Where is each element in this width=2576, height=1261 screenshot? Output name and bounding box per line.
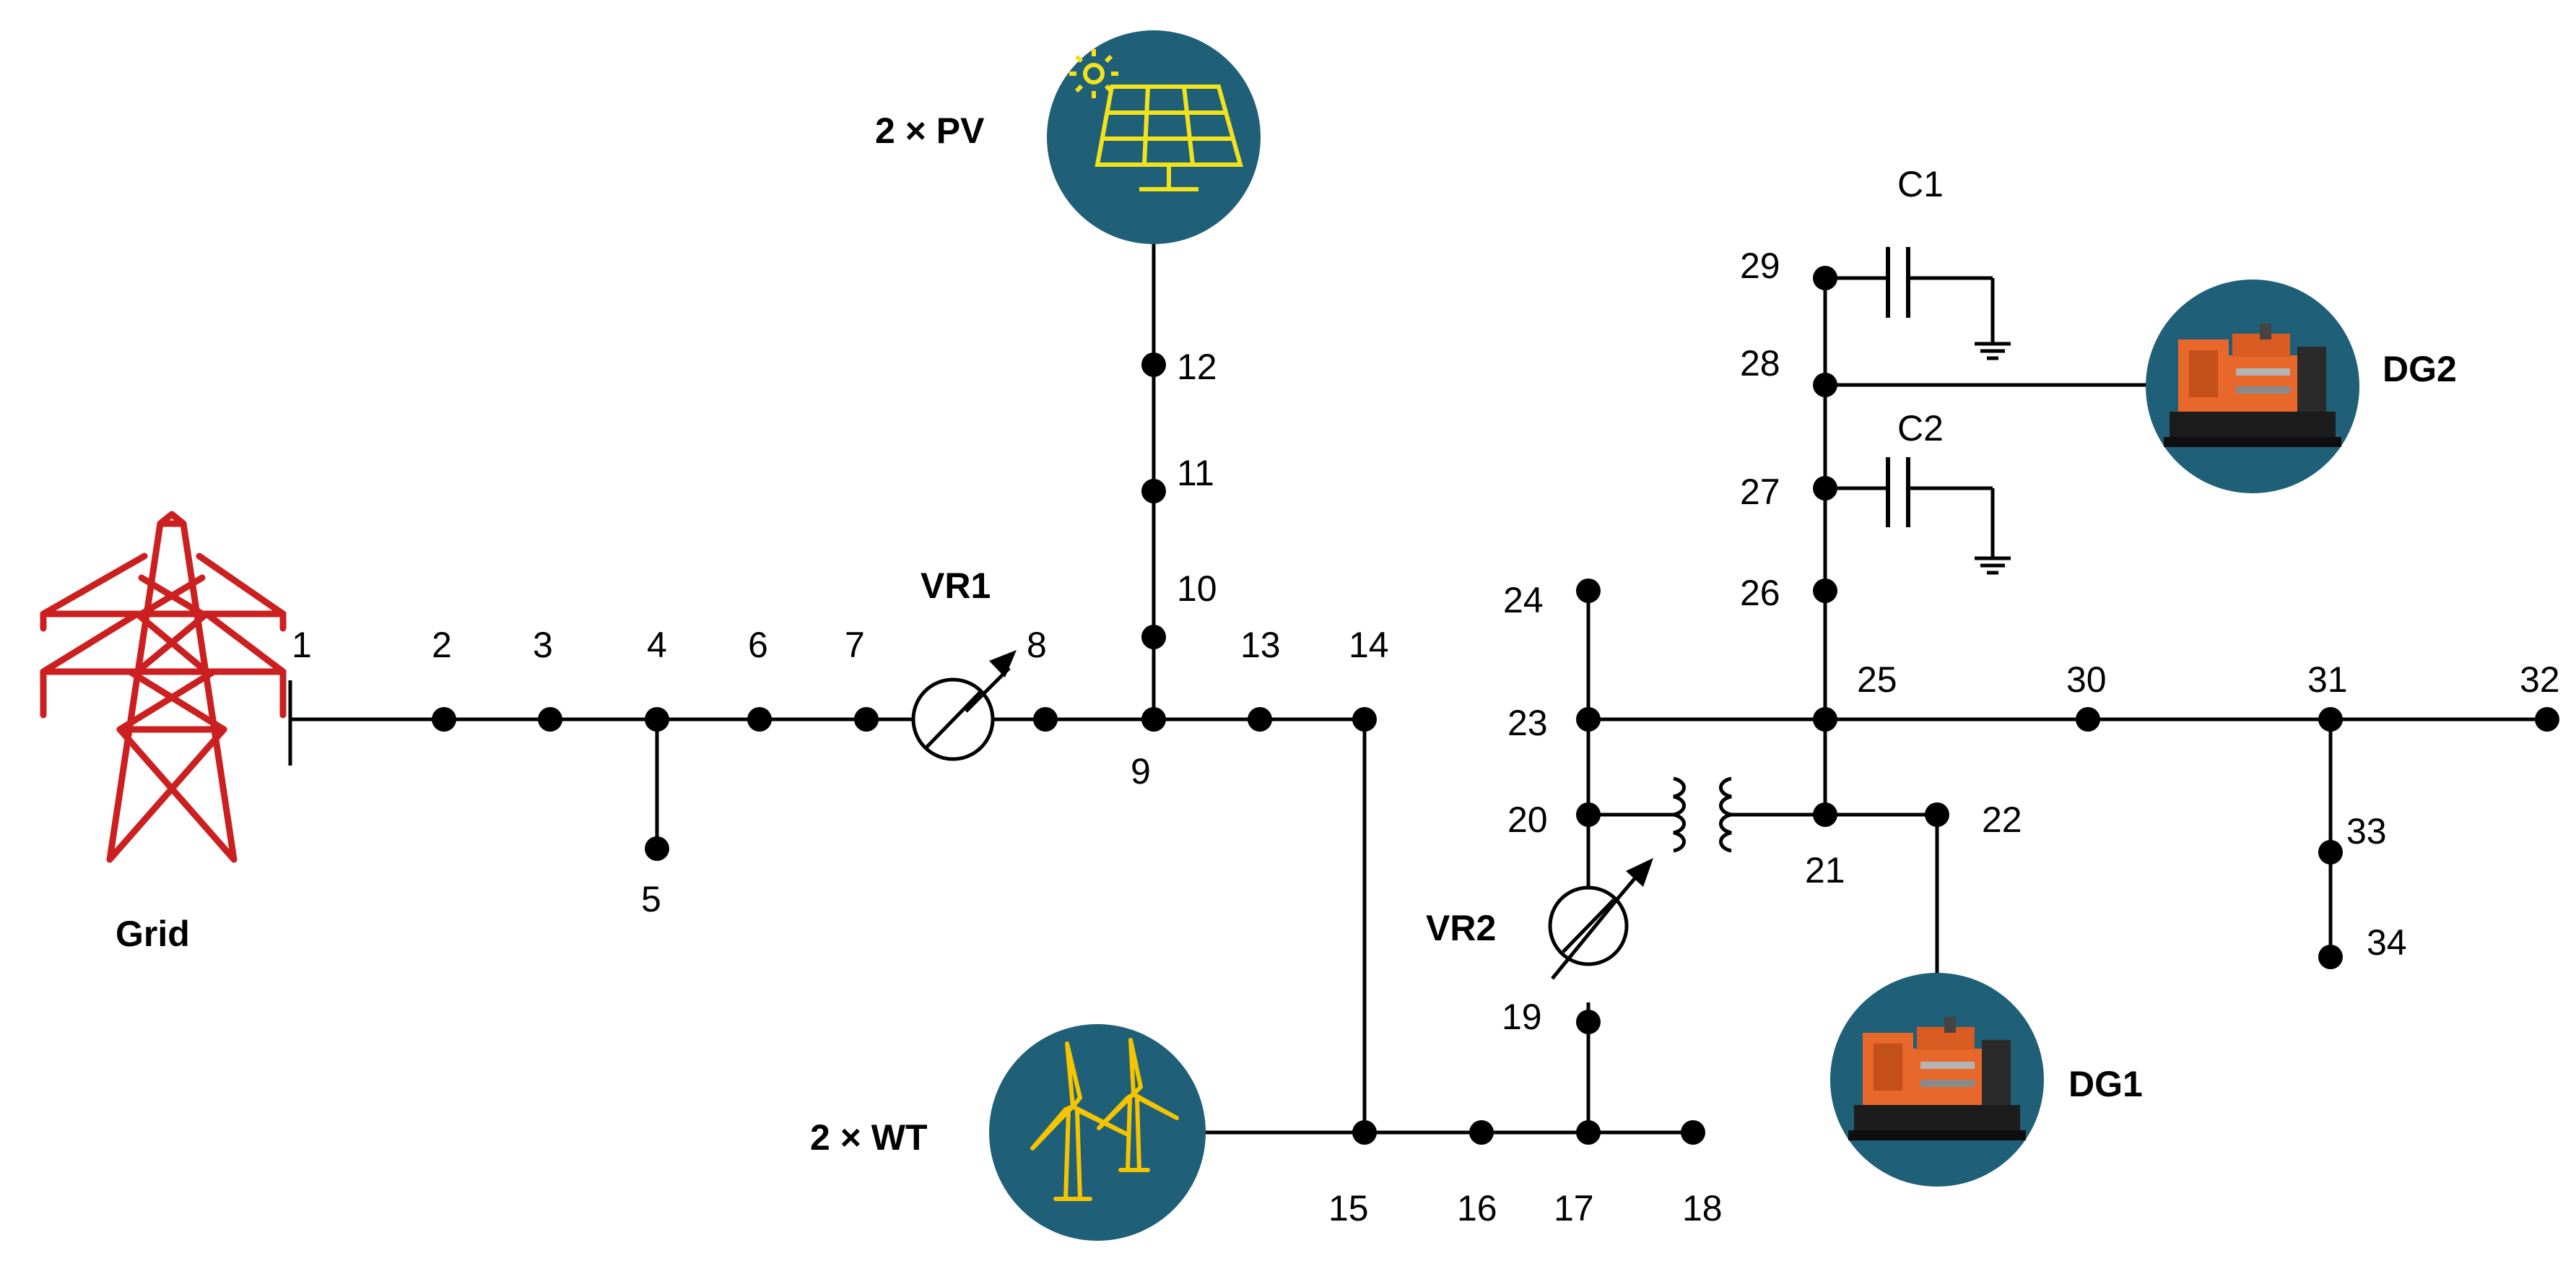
vr2-label: VR2 (1426, 908, 1496, 948)
voltage-regulator-icon (911, 650, 1017, 761)
ground-icon (1975, 556, 2011, 575)
bus-node (1469, 1120, 1494, 1145)
dg1-label: DG1 (2068, 1064, 2143, 1104)
bus-node (1033, 707, 1058, 732)
ground-icon (1975, 342, 2011, 360)
bus-label: 10 (1177, 568, 1217, 609)
bus-node (1576, 1120, 1601, 1145)
bus-node (1141, 625, 1166, 649)
bus-label: 2 (432, 625, 452, 665)
bus-label: 20 (1507, 800, 1548, 840)
voltage-regulator-icon (1548, 858, 1653, 980)
bus-node (1813, 373, 1837, 397)
bus-label: 7 (845, 625, 865, 665)
pv-label: 2 × PV (875, 110, 985, 151)
bus-node (1352, 707, 1377, 732)
bus-node (2318, 707, 2343, 732)
capacitor-icon (1825, 247, 1995, 344)
bus-label: 24 (1503, 580, 1544, 620)
wt-label: 2 × WT (810, 1117, 928, 1158)
bus-label: 1 (292, 625, 312, 665)
diesel-generator-icon (2146, 280, 2359, 493)
bus-label: 34 (2367, 922, 2407, 963)
grid-label: Grid (116, 914, 190, 954)
bus-label: 12 (1177, 347, 1217, 387)
bus-label: 3 (533, 625, 553, 665)
transformer-icon (1588, 776, 1825, 853)
bus-node (1813, 578, 1837, 603)
bus-label: 8 (1027, 625, 1047, 665)
bus-label: 32 (2520, 659, 2560, 700)
bus-label: 23 (1507, 703, 1548, 743)
bus-label: 4 (647, 625, 667, 665)
bus-label: 33 (2346, 811, 2387, 852)
c2-label: C2 (1897, 408, 1944, 448)
bus-label: 27 (1740, 472, 1780, 512)
bus-label: 9 (1131, 751, 1151, 792)
bus-label: 19 (1502, 997, 1542, 1037)
wind-turbine-icon (989, 1024, 1206, 1241)
bus-node (1681, 1120, 1705, 1145)
bus-label: 29 (1740, 246, 1780, 286)
bus-label: 31 (2307, 659, 2348, 700)
bus-label: 16 (1457, 1188, 1497, 1228)
bus-label: 6 (748, 625, 768, 665)
bus-node (538, 707, 562, 732)
bus-label: 13 (1240, 625, 1281, 665)
bus-node (1813, 266, 1837, 290)
bus-label: 5 (641, 879, 661, 919)
bus-label: 15 (1328, 1188, 1369, 1228)
bus-node (1576, 578, 1601, 603)
bus-node (2318, 840, 2343, 864)
vr1-label: VR1 (921, 566, 991, 606)
solar-panel-icon (1047, 30, 1261, 244)
bus-node (645, 836, 669, 861)
bus-node (1576, 707, 1601, 732)
bus-label: 21 (1805, 850, 1845, 890)
bus-nodes (432, 266, 2559, 1145)
bus-label: 14 (1349, 625, 1389, 665)
bus-node (1925, 802, 1949, 827)
bus-label: 28 (1740, 343, 1780, 384)
bus-label: 25 (1857, 659, 1897, 700)
bus-label: 22 (1982, 800, 2022, 840)
bus-label: 17 (1554, 1188, 1594, 1228)
diesel-generator-icon (1830, 973, 2044, 1187)
bus-label: 18 (1682, 1188, 1723, 1228)
bus-node (1813, 802, 1837, 827)
bus-node (1813, 476, 1837, 500)
bus-labels: 1 2 3 4 5 6 7 8 9 10 11 12 13 14 15 16 1… (292, 246, 2560, 1228)
bus-node (1576, 1010, 1601, 1034)
bus-node (645, 707, 669, 732)
dg2-label: DG2 (2383, 349, 2457, 389)
capacitor-icon (1825, 457, 1995, 558)
bus-label: 30 (2066, 659, 2107, 700)
bus-node (432, 707, 456, 732)
bus-node (1813, 707, 1837, 732)
bus-node (1352, 1120, 1377, 1145)
bus-label: 11 (1177, 453, 1214, 493)
bus-node (1141, 479, 1166, 503)
c1-label: C1 (1897, 164, 1944, 204)
bus-node (2318, 945, 2343, 969)
bus-node (1141, 707, 1166, 732)
bus-node (2076, 707, 2100, 732)
bus-node (2535, 707, 2559, 732)
transmission-tower-icon (40, 511, 287, 863)
bus-label: 26 (1740, 573, 1780, 613)
bus-node (1141, 352, 1166, 377)
bus-node (1576, 802, 1601, 827)
bus-node (854, 707, 879, 732)
bus-node (747, 707, 772, 732)
bus-node (1248, 707, 1272, 732)
